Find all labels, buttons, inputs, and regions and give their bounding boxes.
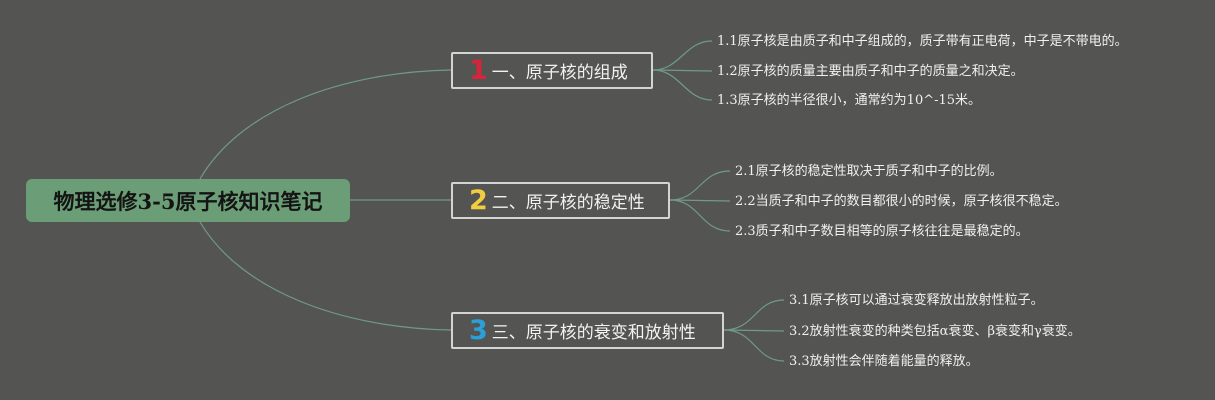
root-topic-label: 物理选修3-5原子核知识笔记 xyxy=(53,188,323,214)
leaf-topic-2-1[interactable]: 2.1原子核的稳定性取决于质子和中子的比例。 xyxy=(735,164,1003,179)
leaf-topic-3-2[interactable]: 3.2放射性衰变的种类包括α衰变、β衰变和γ衰变。 xyxy=(789,324,1081,339)
root-to-branch-3-line xyxy=(199,221,452,331)
branch-3-leaf-1-line xyxy=(723,299,785,331)
branch-topic-3-label: 三、原子核的衰变和放射性 xyxy=(491,323,696,343)
leaf-topic-2-2[interactable]: 2.2当质子和中子的数目都很小的时候，原子核很不稳定。 xyxy=(735,194,1068,209)
leaf-topic-1-1[interactable]: 1.1原子核是由质子和中子组成的，质子带有正电荷，中子是不带电的。 xyxy=(717,34,1128,49)
branch-1-leaf-3-line xyxy=(652,69,713,101)
branch-topic-2[interactable]: 2 二、原子核的稳定性 xyxy=(451,182,670,219)
branch-1-leaf-2-line xyxy=(652,69,713,72)
branch-2-leaf-2-line xyxy=(669,199,731,202)
leaf-topic-2-3[interactable]: 2.3质子和中子数目相等的原子核往往是最稳定的。 xyxy=(735,224,1029,239)
number-1-icon: 1 xyxy=(469,55,488,86)
branch-2-leaf-3-line xyxy=(669,199,731,232)
leaf-topic-3-3[interactable]: 3.3放射性会伴随着能量的释放。 xyxy=(789,354,979,369)
branch-topic-3[interactable]: 3 三、原子核的衰变和放射性 xyxy=(451,312,724,349)
branch-2-leaf-1-line xyxy=(669,170,731,201)
leaf-topic-1-2[interactable]: 1.2原子核的质量主要由质子和中子的质量之和决定。 xyxy=(717,64,1024,79)
branch-3-leaf-2-line xyxy=(723,329,785,332)
number-3-icon: 3 xyxy=(469,315,488,346)
root-to-branch-1-line xyxy=(199,69,452,180)
branch-topic-2-label: 二、原子核的稳定性 xyxy=(491,193,645,213)
root-topic[interactable]: 物理选修3-5原子核知识笔记 xyxy=(26,179,350,222)
branch-1-leaf-1-line xyxy=(652,40,713,71)
number-2-icon: 2 xyxy=(469,185,488,216)
branch-3-leaf-3-line xyxy=(723,329,785,362)
leaf-topic-3-1[interactable]: 3.1原子核可以通过衰变释放出放射性粒子。 xyxy=(789,293,1044,308)
leaf-topic-1-3[interactable]: 1.3原子核的半径很小，通常约为10^-15米。 xyxy=(717,93,982,108)
branch-topic-1-label: 一、原子核的组成 xyxy=(491,63,628,83)
branch-topic-1[interactable]: 1 一、原子核的组成 xyxy=(451,52,653,89)
